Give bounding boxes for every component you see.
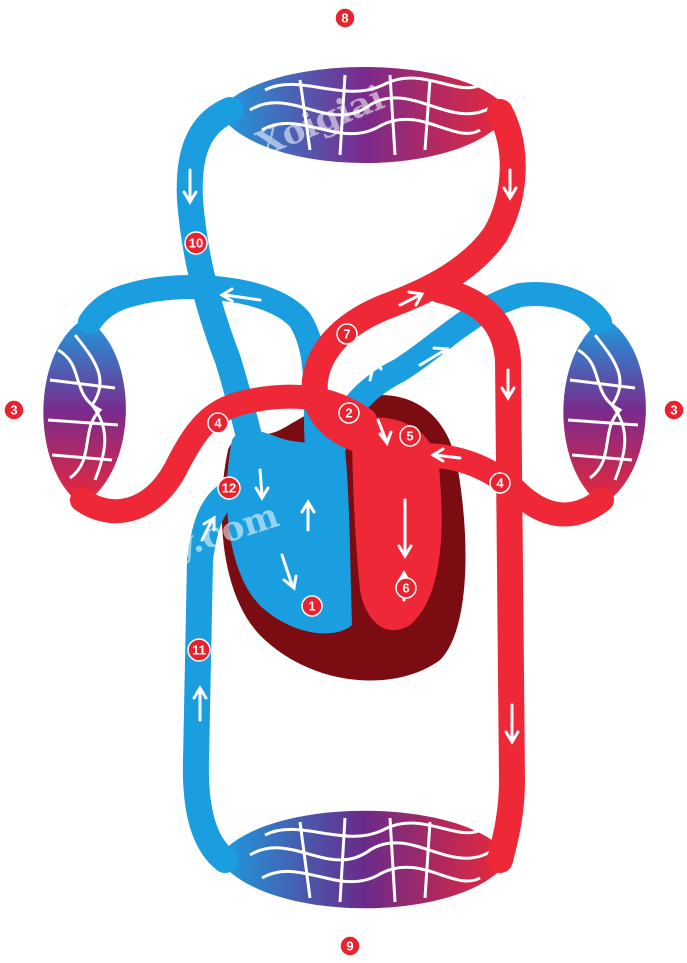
svg-text:7: 7	[343, 327, 350, 342]
svg-text:2: 2	[345, 406, 352, 421]
svg-text:6: 6	[402, 581, 409, 596]
marker-4-left: 4	[208, 413, 228, 433]
svg-text:3: 3	[670, 403, 677, 418]
svg-text:8: 8	[341, 11, 348, 26]
capillary-bed-bottom	[218, 811, 510, 909]
marker-7: 7	[337, 324, 357, 344]
marker-12: 12	[218, 477, 240, 499]
marker-5: 5	[400, 426, 420, 446]
marker-3-left: 3	[4, 400, 24, 420]
svg-text:3: 3	[10, 403, 17, 418]
svg-text:4: 4	[496, 476, 504, 491]
marker-9: 9	[340, 936, 360, 956]
marker-10: 10	[185, 232, 207, 254]
svg-text:5: 5	[406, 429, 413, 444]
svg-text:1: 1	[308, 599, 315, 614]
marker-3-right: 3	[664, 400, 684, 420]
capillary-bed-left	[43, 318, 126, 505]
marker-1: 1	[302, 596, 322, 616]
svg-text:9: 9	[346, 939, 353, 954]
marker-6: 6	[396, 578, 416, 598]
capillary-bed-right	[563, 318, 646, 505]
marker-4-right: 4	[490, 473, 510, 493]
marker-11: 11	[188, 639, 210, 661]
upper-vena-cava	[190, 110, 250, 440]
marker-8: 8	[335, 8, 355, 28]
svg-text:12: 12	[222, 481, 236, 496]
svg-text:4: 4	[214, 416, 222, 431]
marker-2: 2	[339, 403, 359, 423]
svg-text:10: 10	[189, 236, 203, 251]
svg-text:11: 11	[192, 643, 206, 658]
